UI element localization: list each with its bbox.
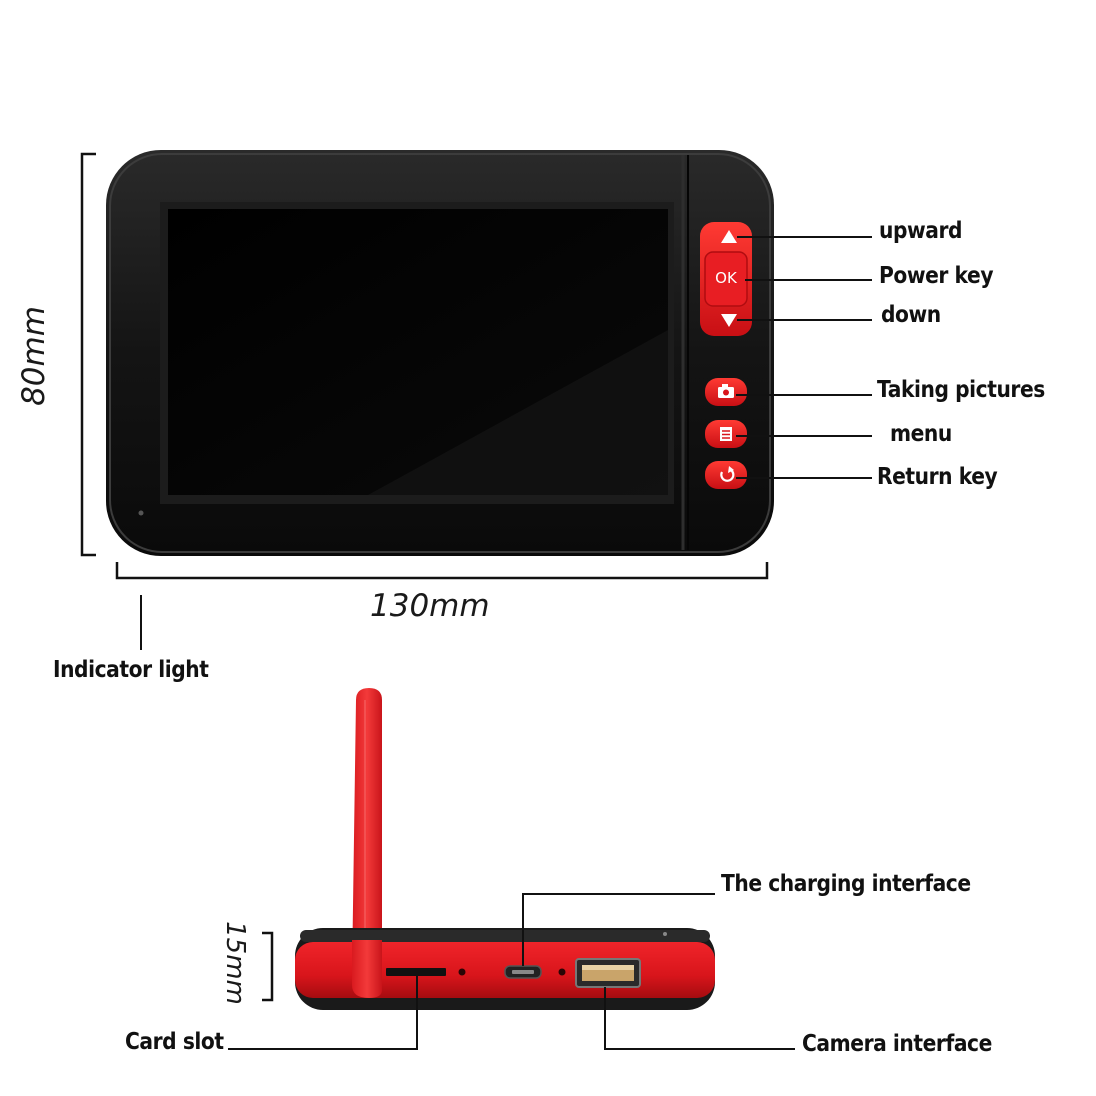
thickness-bracket — [262, 931, 274, 1002]
menu-icon — [720, 427, 732, 441]
height-dimension-label: 80mm — [16, 306, 52, 406]
side-dot — [663, 932, 667, 936]
triangle-down-icon — [721, 314, 737, 327]
triangle-up-icon — [721, 230, 737, 243]
ok-button-label: OK — [715, 269, 737, 287]
label-charging-interface: The charging interface — [721, 871, 971, 897]
screen-reflection — [368, 330, 668, 495]
side-view — [228, 688, 795, 1050]
indicator-light — [138, 510, 144, 516]
dimension-brackets — [80, 152, 769, 580]
leader-card-slot — [228, 976, 418, 1050]
label-indicator-light: Indicator light — [53, 657, 209, 683]
side-leader-lines — [228, 893, 795, 1050]
width-bracket — [115, 562, 769, 580]
device-body-edge — [109, 153, 771, 553]
label-return-key: Return key — [877, 464, 998, 490]
leader-charging-interface — [522, 893, 715, 966]
side-top-edge — [300, 930, 710, 942]
label-down: down — [881, 302, 941, 328]
front-leader-lines — [140, 236, 872, 650]
label-card-slot: Card slot — [125, 1029, 224, 1055]
label-power-key: Power key — [879, 263, 994, 289]
label-taking-pictures: Taking pictures — [877, 377, 1045, 403]
height-bracket — [80, 152, 96, 557]
camera-icon — [718, 384, 734, 398]
charging-port-pin — [512, 970, 534, 974]
camera-port-highlight — [582, 965, 634, 970]
return-button[interactable] — [705, 461, 747, 489]
mic-hole-left — [458, 968, 466, 976]
antenna-base — [352, 940, 382, 998]
front-view — [80, 150, 872, 650]
label-camera-interface: Camera interface — [802, 1031, 992, 1057]
return-icon — [720, 466, 735, 482]
card-slot — [386, 968, 446, 976]
leader-camera-interface — [604, 987, 795, 1050]
mic-hole-right — [558, 968, 566, 976]
thickness-dimension-label: 15mm — [220, 921, 250, 1005]
label-upward: upward — [879, 218, 963, 244]
label-menu: menu — [890, 421, 952, 447]
width-dimension-label: 130mm — [370, 588, 490, 624]
